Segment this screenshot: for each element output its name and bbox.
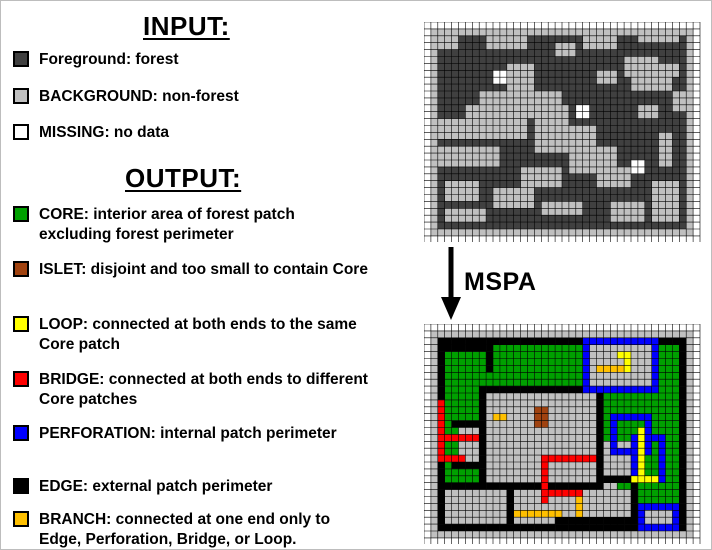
legend-item-perforation: PERFORATION: internal patch perimeter xyxy=(13,424,369,444)
output-gridlines xyxy=(424,324,701,544)
islet-label: ISLET: disjoint and too small to contain… xyxy=(39,261,368,278)
output-cells xyxy=(424,324,700,544)
legend-item-islet: ISLET: disjoint and too small to contain… xyxy=(13,260,369,280)
branch-label: BRANCH: connected at one end only to Edg… xyxy=(39,511,331,548)
bridge-label: BRIDGE: connected at both ends to differ… xyxy=(39,371,368,408)
input-gridlines xyxy=(424,22,701,242)
output-heading: OUTPUT: xyxy=(125,163,242,193)
loop-label: LOOP: connected at both ends to the same… xyxy=(39,316,357,353)
core-label: CORE: interior area of forest patch excl… xyxy=(39,206,295,243)
edge-label: EDGE: external patch perimeter xyxy=(39,478,273,495)
output-grid-map xyxy=(424,324,701,544)
background-swatch xyxy=(13,88,29,104)
missing-label: MISSING: no data xyxy=(39,124,170,141)
bridge-swatch xyxy=(13,371,29,387)
perforation-label: PERFORATION: internal patch perimeter xyxy=(39,425,337,442)
legend-item-foreground: Foreground: forest xyxy=(13,50,369,70)
missing-swatch xyxy=(13,124,29,140)
branch-swatch xyxy=(13,511,29,527)
foreground-label: Foreground: forest xyxy=(39,51,179,68)
legend-item-core: CORE: interior area of forest patch excl… xyxy=(13,205,369,245)
legend-item-loop: LOOP: connected at both ends to the same… xyxy=(13,315,369,355)
mspa-label: MSPA xyxy=(464,268,537,296)
input-heading: INPUT: xyxy=(143,11,230,41)
down-arrow-icon xyxy=(441,247,461,320)
input-cells xyxy=(424,22,700,242)
foreground-swatch xyxy=(13,51,29,67)
legend-item-bridge: BRIDGE: connected at both ends to differ… xyxy=(13,370,369,410)
input-grid-map xyxy=(424,22,701,242)
legend-item-edge: EDGE: external patch perimeter xyxy=(13,477,369,497)
edge-swatch xyxy=(13,478,29,494)
islet-swatch xyxy=(13,261,29,277)
legend-item-missing: MISSING: no data xyxy=(13,123,369,143)
loop-swatch xyxy=(13,316,29,332)
legend-item-background: BACKGROUND: non-forest xyxy=(13,87,369,107)
legend-item-branch: BRANCH: connected at one end only to Edg… xyxy=(13,510,369,549)
core-swatch xyxy=(13,206,29,222)
perforation-swatch xyxy=(13,425,29,441)
background-label: BACKGROUND: non-forest xyxy=(39,88,239,105)
